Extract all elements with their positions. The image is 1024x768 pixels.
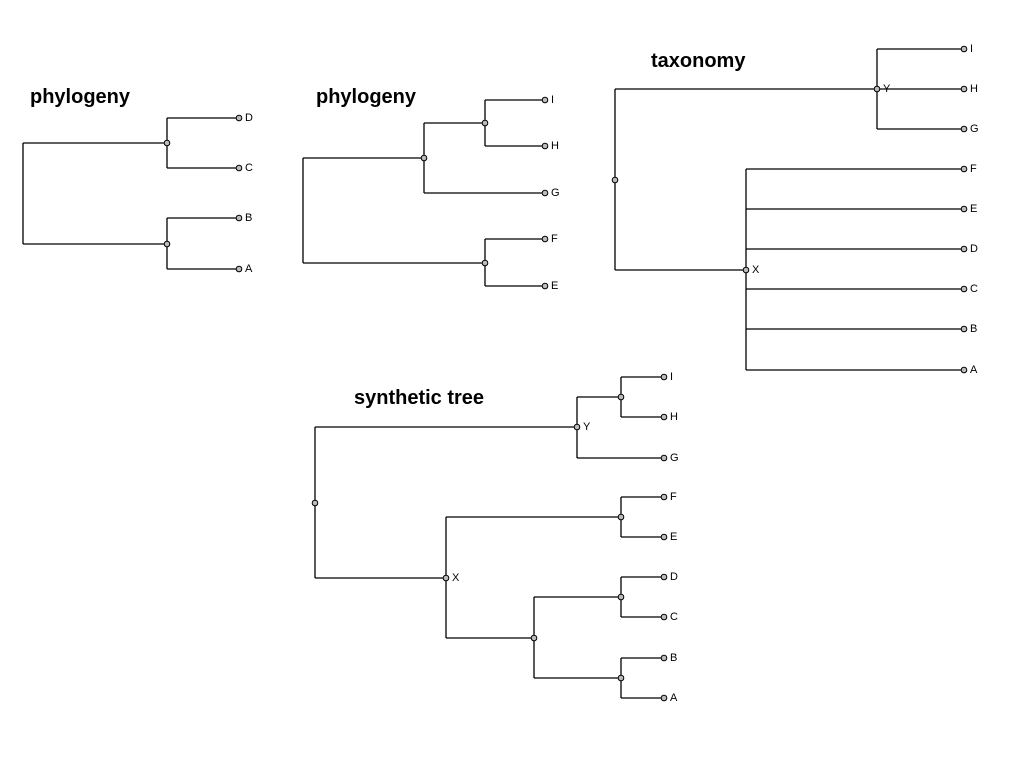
tip-node (541, 142, 549, 150)
tree-title: phylogeny (316, 86, 417, 108)
tip-label: D (670, 571, 678, 583)
tip-node (660, 493, 668, 501)
tip-node (660, 413, 668, 421)
internal-node (420, 154, 428, 162)
tip-label: B (670, 652, 677, 664)
tree-edges (22, 117, 239, 270)
tip-node (235, 265, 243, 273)
tip-label: G (551, 187, 560, 199)
tip-label: A (245, 263, 253, 275)
tip-label: F (970, 163, 977, 175)
internal-node (617, 513, 625, 521)
internal-node (442, 574, 450, 582)
tip-label: B (245, 212, 252, 224)
tree-phylogeny-2: phylogeny I H G F E (302, 86, 560, 292)
tree-edges (314, 376, 664, 699)
tip-label: H (670, 411, 678, 423)
tip-label: I (670, 371, 673, 383)
tip-node (660, 454, 668, 462)
tip-label: H (551, 140, 559, 152)
internal-node (163, 139, 171, 147)
node-label: X (752, 264, 760, 276)
tip-label: E (670, 531, 677, 543)
tree-title: phylogeny (30, 86, 131, 108)
tip-label: A (970, 364, 978, 376)
tip-node (660, 533, 668, 541)
tip-label: I (970, 43, 973, 55)
tip-node (960, 165, 968, 173)
tip-label: F (551, 233, 558, 245)
tip-node (660, 373, 668, 381)
tree-title: taxonomy (651, 50, 746, 72)
internal-node (873, 85, 881, 93)
tip-node (235, 114, 243, 122)
tip-label: D (970, 243, 978, 255)
tip-node (541, 282, 549, 290)
tip-label: H (970, 83, 978, 95)
tip-label: E (551, 280, 558, 292)
internal-node (742, 266, 750, 274)
tip-node (960, 45, 968, 53)
tree-synthetic: synthetic tree Y X I H G F E D C B A (311, 371, 679, 704)
tree-title: synthetic tree (354, 387, 484, 409)
tip-node (235, 214, 243, 222)
internal-node (617, 674, 625, 682)
tip-node (660, 694, 668, 702)
internal-node (617, 593, 625, 601)
internal-node (530, 634, 538, 642)
internal-node (163, 240, 171, 248)
tip-label: C (970, 283, 978, 295)
tip-node (960, 125, 968, 133)
tip-label: F (670, 491, 677, 503)
node-label: X (452, 572, 460, 584)
tip-label: E (970, 203, 977, 215)
root-node (611, 176, 619, 184)
tip-node (660, 654, 668, 662)
tip-node (541, 235, 549, 243)
internal-node (573, 423, 581, 431)
root-node (311, 499, 319, 507)
tip-node (541, 96, 549, 104)
internal-node (481, 259, 489, 267)
node-label: Y (883, 83, 891, 95)
tree-phylogeny-1: phylogeny D C B A (22, 86, 253, 275)
internal-node (481, 119, 489, 127)
tip-label: C (245, 162, 253, 174)
tip-label: D (245, 112, 253, 124)
tip-node (960, 366, 968, 374)
tip-label: G (670, 452, 679, 464)
tree-edges (302, 99, 545, 287)
tip-node (960, 285, 968, 293)
tip-label: G (970, 123, 979, 135)
node-label: Y (583, 421, 591, 433)
tip-label: A (670, 692, 678, 704)
tip-node (960, 85, 968, 93)
tip-node (660, 613, 668, 621)
tip-label: C (670, 611, 678, 623)
tip-node (235, 164, 243, 172)
tip-node (960, 325, 968, 333)
internal-node (617, 393, 625, 401)
tip-label: I (551, 94, 554, 106)
tip-node (660, 573, 668, 581)
tree-taxonomy: taxonomy Y X I H G F E D C B A (611, 43, 979, 376)
tip-node (960, 205, 968, 213)
tip-label: B (970, 323, 977, 335)
tree-edges (614, 48, 964, 371)
tip-node (541, 189, 549, 197)
tip-node (960, 245, 968, 253)
